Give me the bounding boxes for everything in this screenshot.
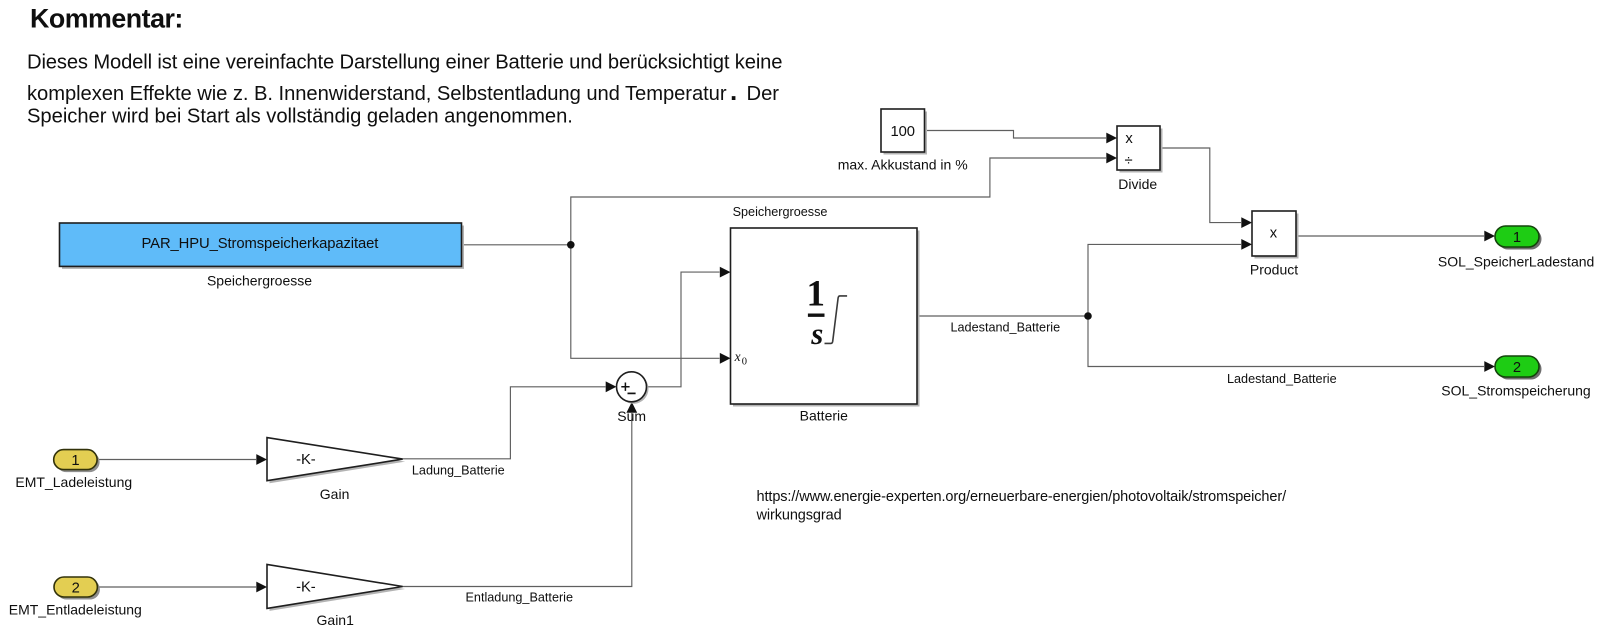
svg-text:÷: ÷ [1124,153,1132,169]
svg-text:max. Akkustand in %: max. Akkustand in % [838,156,968,172]
svg-text:1: 1 [71,453,79,469]
svg-text:EMT_Ladeleistung: EMT_Ladeleistung [15,474,132,490]
svg-text:Kommentar:: Kommentar: [30,4,183,34]
svg-text:2: 2 [1513,360,1521,376]
svg-text:1: 1 [807,274,826,315]
svg-text:Speicher wird bei Start als vo: Speicher wird bei Start als vollständig … [27,106,573,128]
svg-text:Ladestand_Batterie: Ladestand_Batterie [951,321,1061,335]
svg-text:1: 1 [1513,230,1521,246]
svg-text:x: x [734,349,741,364]
svg-text:2: 2 [72,580,80,596]
svg-text:EMT_Entladeleistung: EMT_Entladeleistung [9,602,142,618]
svg-text:x: x [1270,226,1278,242]
svg-text:Gain: Gain [320,486,350,502]
svg-text:Ladung_Batterie: Ladung_Batterie [412,463,505,477]
svg-text:SOL_Stromspeicherung: SOL_Stromspeicherung [1441,383,1590,399]
svg-text:Ladestand_Batterie: Ladestand_Batterie [1227,372,1337,386]
svg-text:https://www.energie-experten.o: https://www.energie-experten.org/erneuer… [757,489,1288,505]
svg-text:Batterie: Batterie [800,407,848,423]
svg-text:100: 100 [891,124,915,140]
svg-text:Divide: Divide [1118,176,1157,192]
svg-text:Dieses Modell ist eine vereinf: Dieses Modell ist eine vereinfachte Dars… [27,52,782,74]
svg-text:Speichergroesse: Speichergroesse [207,272,312,288]
svg-text:SOL_SpeicherLadestand: SOL_SpeicherLadestand [1438,253,1594,269]
svg-text:Gain1: Gain1 [317,612,355,628]
svg-text:Sum: Sum [617,408,646,424]
svg-text:PAR_HPU_Stromspeicherkapazitae: PAR_HPU_Stromspeicherkapazitaet [142,236,379,252]
svg-text:wirkungsgrad: wirkungsgrad [756,507,842,523]
svg-text:-K-: -K- [296,580,316,596]
svg-text:s: s [810,316,823,351]
svg-text:0: 0 [742,356,747,367]
svg-text:Entladung_Batterie: Entladung_Batterie [466,591,574,605]
svg-text:Speichergroesse: Speichergroesse [733,205,828,219]
svg-text:x: x [1125,131,1133,147]
svg-text:-K-: -K- [296,452,316,468]
svg-text:Product: Product [1250,261,1298,277]
